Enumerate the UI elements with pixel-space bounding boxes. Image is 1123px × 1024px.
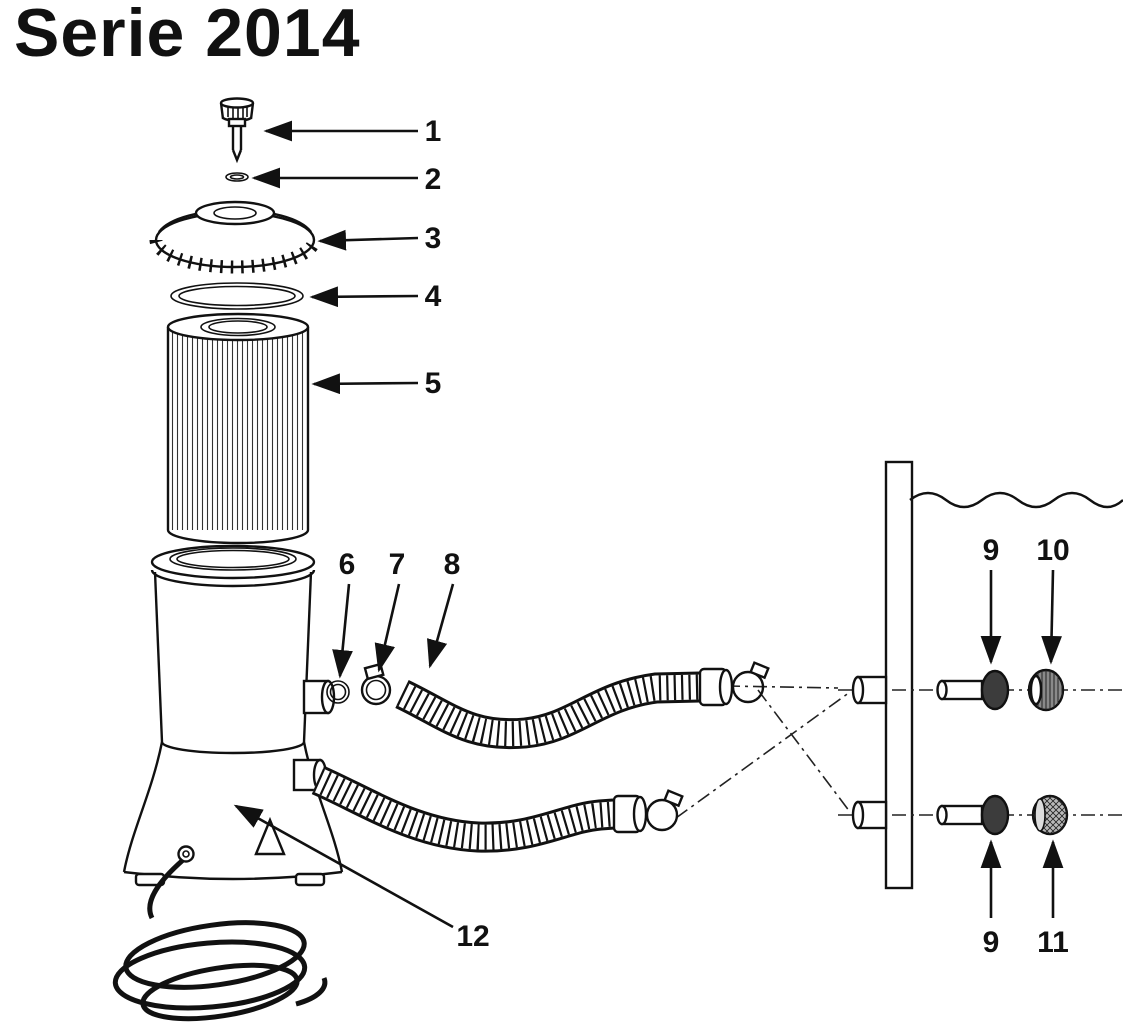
callout-2: 2 (425, 163, 442, 196)
callout-1: 1 (425, 115, 442, 148)
hose-lower (311, 765, 648, 853)
filter-lid (149, 200, 321, 274)
hose-clamp (360, 662, 392, 706)
air-release-valve (219, 97, 255, 164)
callout-3: 3 (425, 222, 442, 255)
callout-8: 8 (444, 548, 461, 581)
callout-12: 12 (456, 920, 489, 953)
power-cord (112, 858, 328, 1022)
pump-foot (294, 872, 326, 887)
hose-connector-upper (936, 669, 1010, 711)
pump-housing (122, 544, 344, 887)
callout-5: 5 (425, 367, 442, 400)
callout-6: 6 (339, 548, 356, 581)
callout-arrows (233, 120, 1064, 929)
o-ring-large (170, 282, 304, 310)
vent-tab (254, 816, 286, 856)
callout-9-top: 9 (983, 534, 1000, 567)
filter-cartridge (166, 312, 310, 545)
pool-wall (884, 460, 1123, 890)
callout-7: 7 (389, 548, 406, 581)
wall-fitting-upper (851, 675, 888, 705)
callout-9-bottom: 9 (983, 926, 1000, 959)
outlet-o-ring (326, 680, 350, 704)
callout-11: 11 (1037, 926, 1069, 959)
drain-plug (177, 845, 195, 863)
hose-upper (395, 667, 734, 750)
callout-4: 4 (425, 280, 442, 313)
wall-fitting-lower (851, 800, 888, 830)
hose-clamp-right-upper (731, 661, 770, 704)
o-ring-small (225, 172, 249, 182)
water-line (909, 491, 1123, 509)
callout-10: 10 (1036, 534, 1069, 567)
hose-connector-lower (936, 794, 1010, 836)
callout-labels: 1 2 3 4 5 6 7 8 9 10 12 9 11 (339, 115, 1070, 959)
strainer-grid (1031, 794, 1069, 836)
page-title: Serie 2014 (14, 0, 361, 71)
strainer-nut (1027, 668, 1065, 712)
hose-clamp-right-lower (645, 789, 684, 832)
